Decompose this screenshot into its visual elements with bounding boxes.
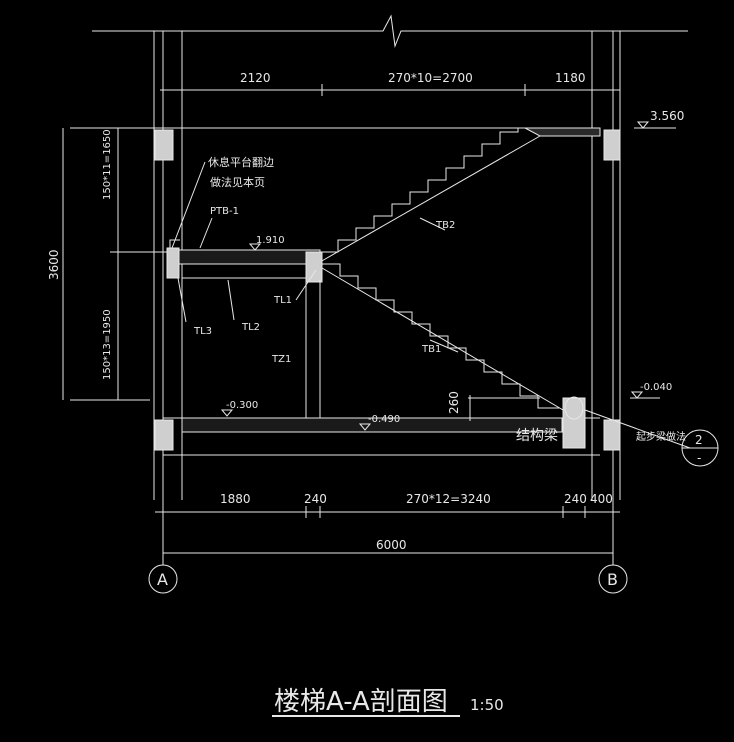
detail-sheet: - <box>697 451 701 465</box>
right-wall-beam-bottom <box>603 419 621 451</box>
dim-overall: 6000 <box>376 538 407 552</box>
upper-flight-soffit <box>319 135 541 263</box>
elev-ground-left: -0.300 <box>226 400 258 411</box>
drawing-title: 楼梯A-A剖面图 <box>274 687 448 717</box>
elev-landing: 1.910 <box>256 235 285 246</box>
landing-note-2: 做法见本页 <box>210 175 265 189</box>
label-tb2: TB2 <box>435 220 455 231</box>
break-line <box>92 14 688 48</box>
upper-flight-steps <box>320 127 525 253</box>
label-tz1: TZ1 <box>271 354 291 365</box>
tl1-beam <box>305 251 323 283</box>
elev-top: 3.560 <box>650 109 684 123</box>
label-ptb: PTB-1 <box>210 206 239 217</box>
dim-left-upper: 150*11=1650 <box>102 129 113 200</box>
axis-label-a: A <box>157 570 168 589</box>
axis-label-b: B <box>607 570 618 589</box>
tl3-beam <box>166 247 180 279</box>
label-tl2: TL2 <box>241 322 260 333</box>
left-wall-beam-bottom <box>154 419 174 451</box>
dim-bottom-1: 1880 <box>220 492 251 506</box>
dim-bottom-3: 270*12=3240 <box>406 492 491 506</box>
landing-note-1: 休息平台翻边 <box>208 155 274 169</box>
struct-beam <box>562 397 586 449</box>
lower-flight-soffit <box>321 267 581 421</box>
drawing-scale: 1:50 <box>470 696 504 714</box>
dim-left-total: 3600 <box>47 249 61 280</box>
dim-riser: 260 <box>447 391 461 414</box>
label-tb1: TB1 <box>421 344 441 355</box>
label-tl3: TL3 <box>193 326 212 337</box>
left-wall-beam-top <box>154 129 174 161</box>
label-start-beam: 起步梁做法 <box>636 430 686 443</box>
dim-bottom-2: 240 <box>304 492 327 506</box>
label-struct-beam: 结构梁 <box>516 428 558 444</box>
dim-top-3: 1180 <box>555 71 586 85</box>
elev-ground-mid: -0.490 <box>368 414 400 425</box>
lower-flight-steps <box>322 263 560 409</box>
dim-left-lower: 150*13=1950 <box>102 309 113 380</box>
dim-top-2: 270*10=2700 <box>388 71 473 85</box>
ground-slab <box>181 417 563 433</box>
dim-bottom-4: 240 <box>564 492 587 506</box>
detail-number: 2 <box>695 433 703 447</box>
axis-bubble-b <box>598 564 628 594</box>
axis-bubble-a <box>148 564 178 594</box>
top-wall-beam <box>603 129 621 161</box>
dim-top-1: 2120 <box>240 71 271 85</box>
label-tl1: TL1 <box>273 295 292 306</box>
landing-slab <box>169 249 321 265</box>
elev-start: -0.040 <box>640 382 672 393</box>
dim-bottom-5: 400 <box>590 492 613 506</box>
